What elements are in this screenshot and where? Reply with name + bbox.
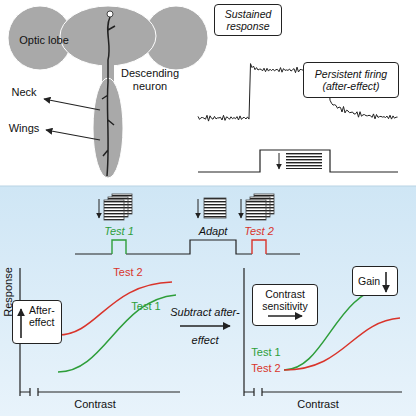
operation-label: Subtract after-effect xyxy=(170,298,240,354)
neuron-label: Descending neuron xyxy=(117,67,183,93)
bottom-panel xyxy=(0,186,416,416)
test1-curve xyxy=(58,295,176,372)
effect-box: After-effect xyxy=(12,300,62,344)
region-label: Optic lobe xyxy=(19,34,69,47)
descending-neuron xyxy=(102,17,115,176)
fly-brain xyxy=(8,6,208,178)
grating xyxy=(246,200,266,220)
wings-arrow xyxy=(46,130,100,140)
stimulus-trace xyxy=(198,150,398,172)
motion-arrow xyxy=(241,199,242,218)
text-box: Persistent firing (after-effect) xyxy=(303,62,399,98)
motion-arrow xyxy=(198,199,199,218)
neuron-soma xyxy=(107,11,113,17)
stimulus-label: Adapt xyxy=(199,225,228,238)
motion-arrow xyxy=(279,153,280,169)
grating xyxy=(204,198,226,218)
grating xyxy=(104,200,124,220)
optic-lobe-left xyxy=(8,6,72,70)
effect-box: Contrast sensitivity xyxy=(252,284,318,326)
box-text: Sustained response xyxy=(218,8,278,32)
box-text: Gain xyxy=(358,275,380,287)
transform-arrow xyxy=(180,325,230,326)
box-text: After-effect xyxy=(29,304,59,328)
panel-divider xyxy=(0,186,416,187)
curve-label: Test 1 xyxy=(251,346,280,359)
top-panel xyxy=(0,0,416,186)
grating-stack xyxy=(104,194,274,220)
curve-label: Test 2 xyxy=(113,266,142,279)
axis-label: Contrast xyxy=(297,398,339,411)
stimulus-label: Test 1 xyxy=(104,225,134,238)
output-label: Neck xyxy=(11,86,36,99)
text-box: Sustained response xyxy=(214,4,282,36)
box-text: Persistent firing (after-effect) xyxy=(307,68,395,92)
output-label: Wings xyxy=(9,122,40,135)
curve-label: Test 2 xyxy=(251,362,280,375)
box-text: Contrast sensitivity xyxy=(255,288,315,312)
grating-icon xyxy=(286,153,322,169)
motion-arrow xyxy=(99,199,100,218)
protocol-trace xyxy=(75,240,300,254)
effect-box: Gain xyxy=(352,266,398,296)
curve-label: Test 1 xyxy=(131,300,160,313)
neck-arrow xyxy=(44,99,100,110)
test1-pulse xyxy=(112,240,126,254)
test2-pulse xyxy=(252,240,266,254)
stimulus-label: Test 2 xyxy=(244,225,274,238)
test2-curve xyxy=(58,282,172,335)
axis-label: Contrast xyxy=(74,398,116,411)
